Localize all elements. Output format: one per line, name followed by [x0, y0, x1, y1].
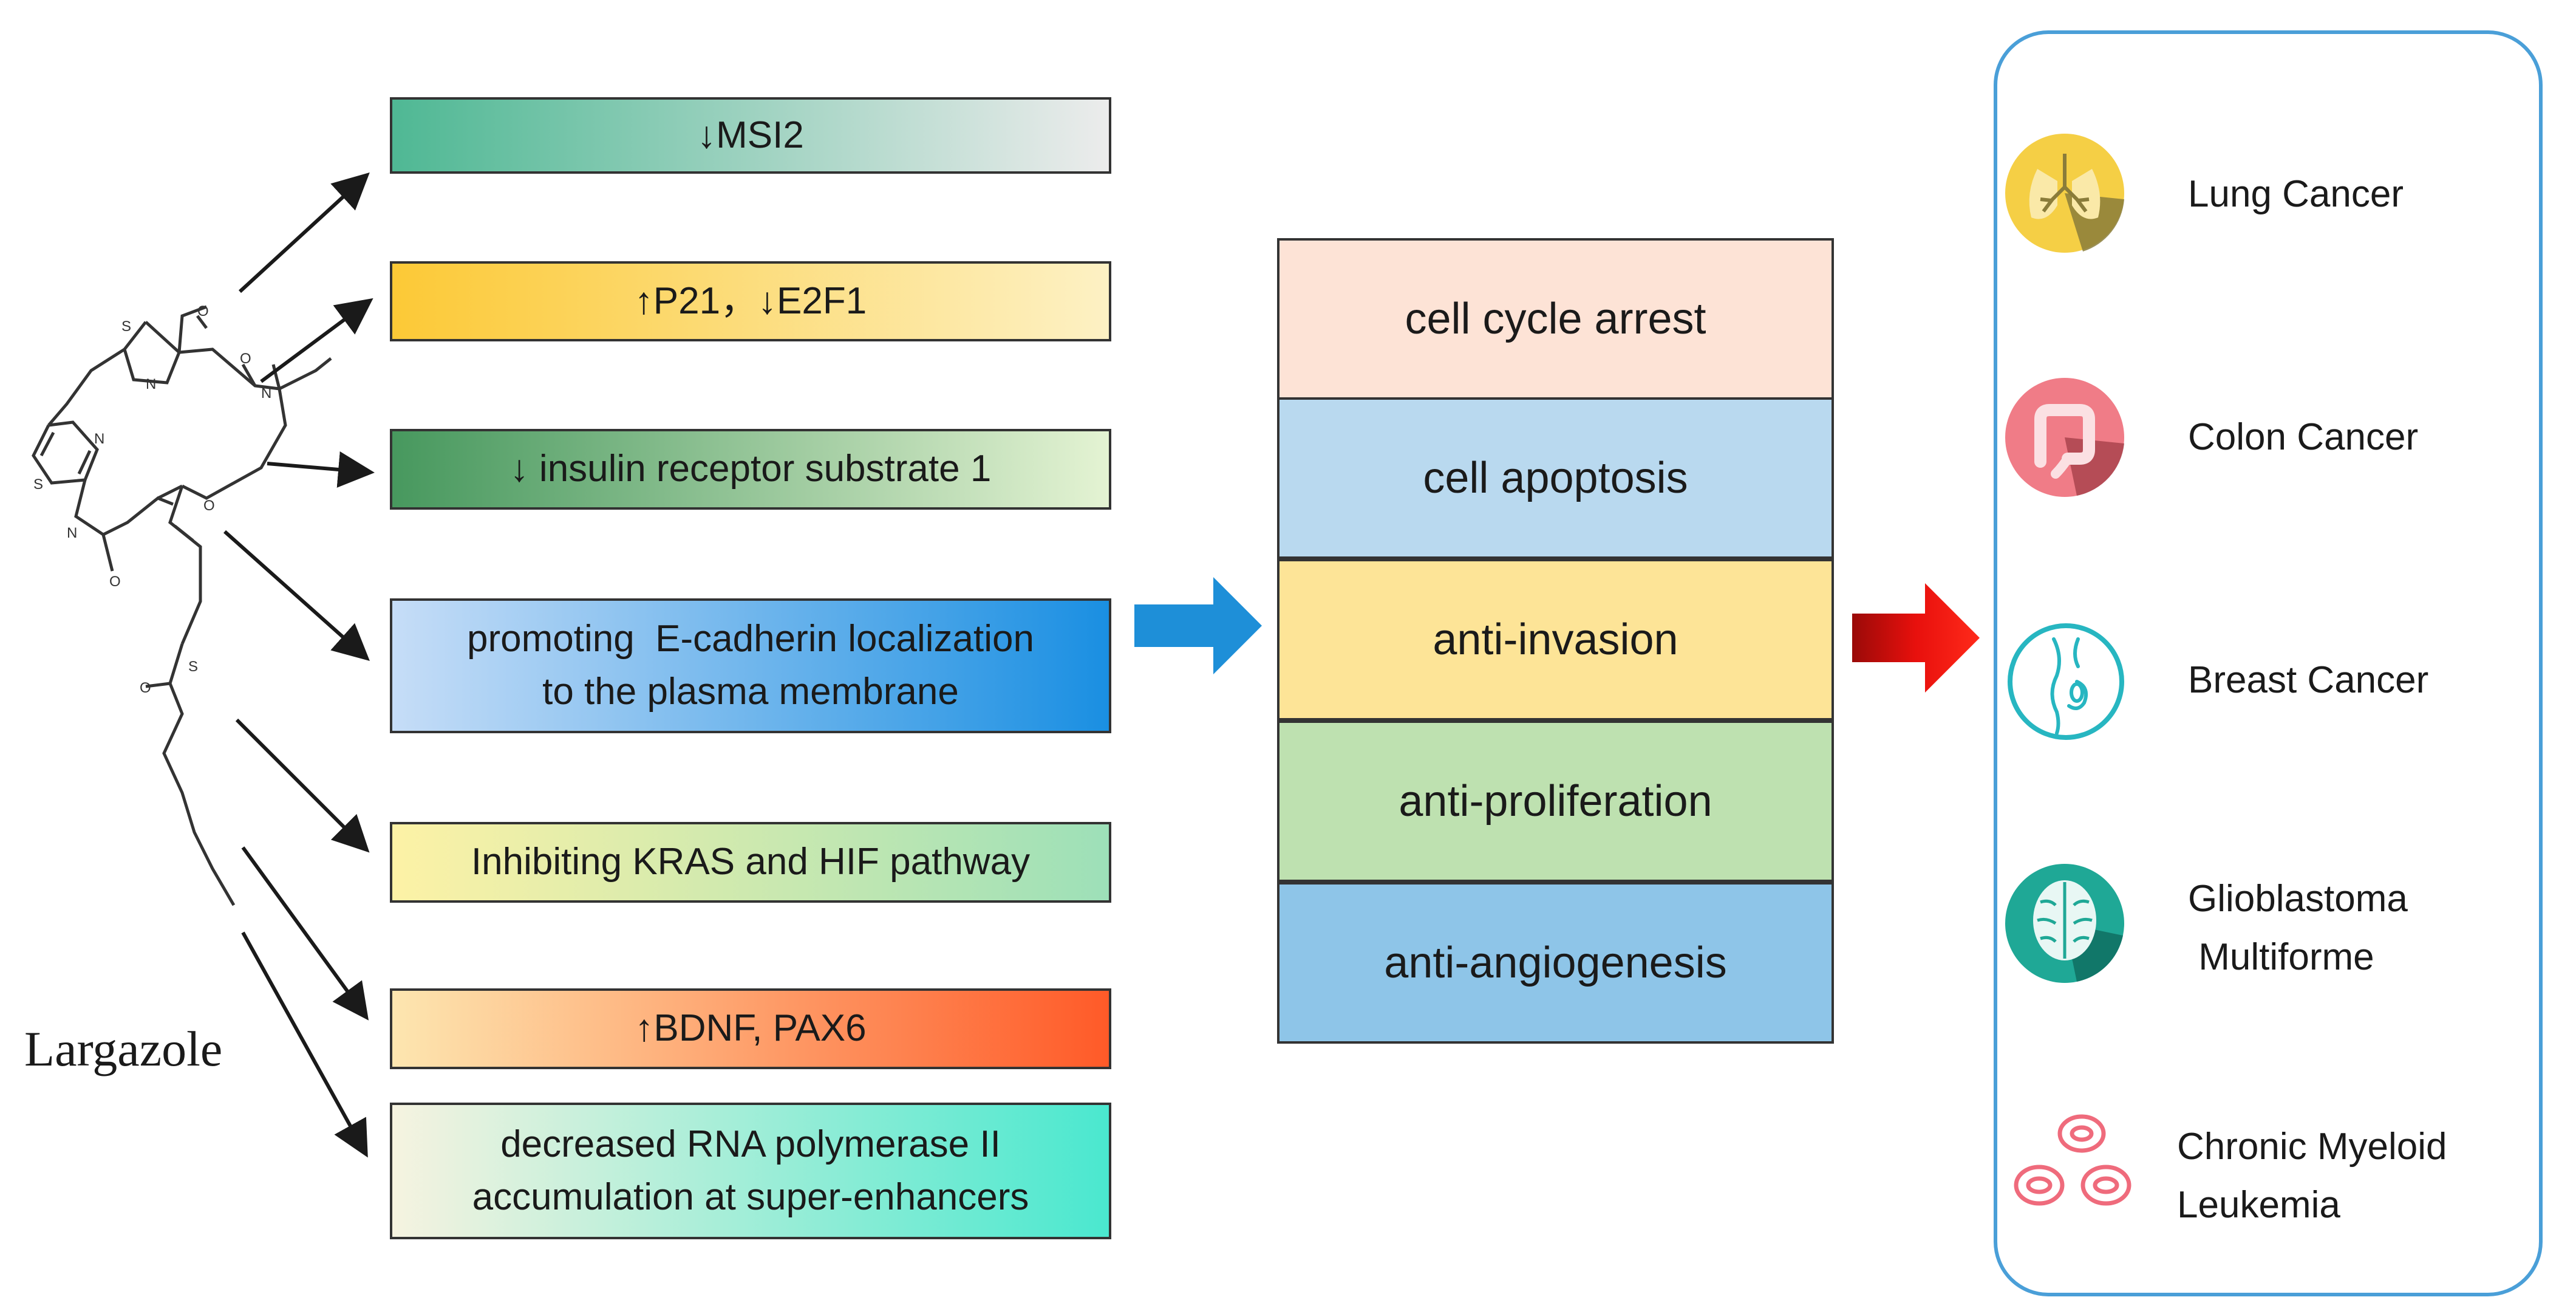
mechanism-text-line1: decreased RNA polymerase II — [500, 1123, 1001, 1165]
effect-label: anti-invasion — [1433, 615, 1678, 664]
svg-text:N: N — [94, 431, 104, 447]
cancer-label-glioblastoma: Glioblastoma Multiforme — [2188, 870, 2408, 987]
effect-anti-angiogenesis: anti-angiogenesis — [1277, 882, 1834, 1044]
mechanism-text-line2: accumulation at super-enhancers — [472, 1175, 1029, 1218]
effect-label: cell cycle arrest — [1405, 295, 1706, 343]
cancer-label-breast: Breast Cancer — [2188, 651, 2428, 710]
svg-text:N: N — [146, 376, 156, 392]
cancer-name-line1: Chronic Myeloid — [2177, 1126, 2447, 1168]
svg-text:O: O — [109, 573, 121, 590]
mechanism-text: Inhibiting KRAS and HIF pathway — [471, 841, 1031, 883]
mechanism-box-irs1: ↓ insulin receptor substrate 1 — [390, 429, 1111, 510]
mechanism-text-line1: promoting E-cadherin localization — [467, 618, 1034, 660]
cancer-label-colon: Colon Cancer — [2188, 408, 2418, 467]
cancer-name-line2: Leukemia — [2177, 1184, 2340, 1227]
breast-icon — [2008, 623, 2124, 740]
svg-text:O: O — [240, 351, 251, 367]
svg-text:S: S — [121, 318, 131, 335]
svg-text:S: S — [188, 659, 198, 675]
brain-icon — [2005, 864, 2124, 983]
mechanism-box-kras-hif: Inhibiting KRAS and HIF pathway — [390, 822, 1111, 903]
cancer-name-line1: Glioblastoma — [2188, 878, 2408, 920]
svg-text:S: S — [33, 476, 43, 493]
mechanism-text-line2: to the plasma membrane — [542, 671, 959, 713]
effect-anti-invasion: anti-invasion — [1277, 559, 1834, 720]
mechanism-text: ↑P21，↓E2F1 — [634, 279, 867, 322]
cancer-name: Breast Cancer — [2188, 659, 2429, 701]
cancer-name-line2: Multiforme — [2188, 936, 2374, 979]
mechanism-text: ↓MSI2 — [697, 114, 804, 156]
cancer-label-cml: Chronic Myeloid Leukemia — [2177, 1118, 2447, 1234]
mechanism-box-bdnf-pax6: ↑BDNF, PAX6 — [390, 988, 1111, 1069]
mechanism-box-rna-pol-ii: decreased RNA polymerase II accumulation… — [390, 1103, 1111, 1239]
effect-cell-cycle-arrest: cell cycle arrest — [1277, 238, 1834, 400]
mechanism-text: ↓ insulin receptor substrate 1 — [509, 448, 992, 490]
effect-label: anti-proliferation — [1399, 777, 1712, 826]
mechanism-box-p21-e2f1: ↑P21，↓E2F1 — [390, 261, 1111, 341]
mechanism-box-e-cadherin: promoting E-cadherin localization to the… — [390, 598, 1111, 733]
arrow-to-effects — [1134, 577, 1262, 674]
compound-label: Largazole — [24, 1021, 223, 1076]
effect-anti-proliferation: anti-proliferation — [1277, 720, 1834, 882]
cancer-name: Lung Cancer — [2188, 173, 2404, 215]
svg-text:O: O — [203, 498, 215, 514]
colon-icon — [2005, 378, 2124, 497]
svg-text:O: O — [140, 680, 151, 696]
cancer-name: Colon Cancer — [2188, 416, 2419, 458]
lungs-icon — [2005, 134, 2124, 253]
arrow-to-cancers — [1852, 583, 1980, 693]
mechanism-text: ↑BDNF, PAX6 — [635, 1007, 867, 1050]
effect-cell-apoptosis: cell apoptosis — [1277, 397, 1834, 559]
effect-label: anti-angiogenesis — [1384, 939, 1727, 987]
svg-text:N: N — [261, 385, 271, 402]
mechanism-box-msi2: ↓MSI2 — [390, 97, 1111, 174]
effect-label: cell apoptosis — [1423, 454, 1688, 502]
svg-text:N: N — [67, 525, 77, 541]
blood-cells-icon — [2014, 1114, 2131, 1206]
svg-text:O: O — [197, 303, 209, 320]
cancer-label-lung: Lung Cancer — [2188, 165, 2404, 224]
cancer-types-panel — [1994, 30, 2543, 1296]
